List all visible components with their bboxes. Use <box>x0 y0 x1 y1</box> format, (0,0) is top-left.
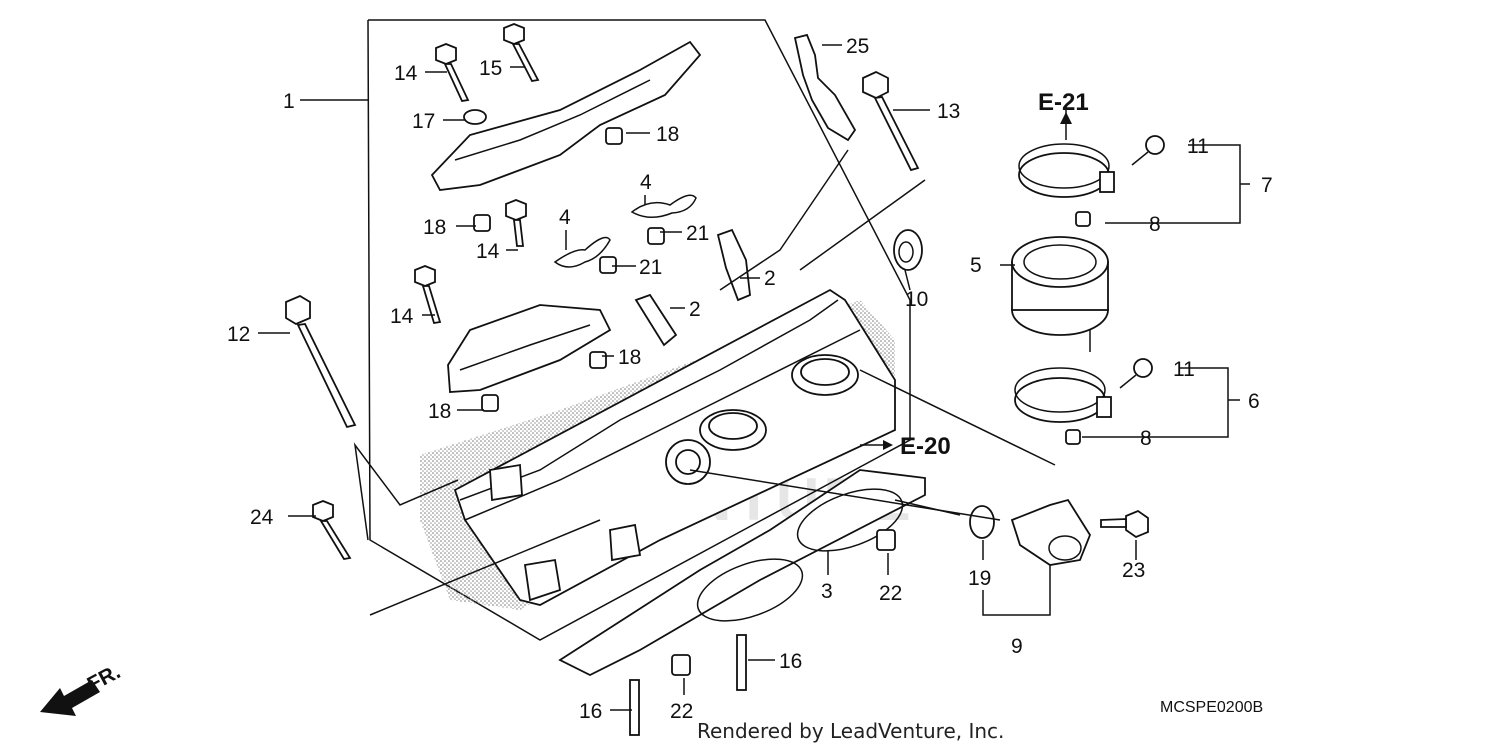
ref-e20[interactable]: E-20 <box>900 433 951 460</box>
bolt-23 <box>1100 509 1149 539</box>
callout-17[interactable]: 17 <box>412 110 435 133</box>
screw-11-bottom <box>1119 358 1153 389</box>
spark-plug <box>793 33 857 142</box>
callout-15[interactable]: 15 <box>479 57 502 80</box>
dowel-18-a <box>605 127 623 145</box>
callout-11-a[interactable]: 11 <box>1187 135 1209 158</box>
callout-22-a[interactable]: 22 <box>879 582 902 605</box>
callout-7[interactable]: 7 <box>1261 174 1273 197</box>
callout-8-b[interactable]: 8 <box>1140 427 1152 450</box>
stud-16-left <box>629 679 640 736</box>
front-direction-arrow: FR. <box>40 660 124 716</box>
bolt-14-low <box>414 265 442 325</box>
gasket-4-b <box>553 236 611 268</box>
o-ring-19 <box>969 505 995 539</box>
clamp-6 <box>1014 367 1112 423</box>
dowel-18-c <box>589 351 607 369</box>
callout-8-a[interactable]: 8 <box>1149 213 1161 236</box>
washer-17 <box>463 109 487 125</box>
callout-24[interactable]: 24 <box>250 506 274 529</box>
callout-13[interactable]: 13 <box>937 100 960 123</box>
cam-pulse-sensor <box>1010 498 1092 566</box>
callout-14-a[interactable]: 14 <box>394 62 418 85</box>
callout-19[interactable]: 19 <box>968 567 991 590</box>
callout-9[interactable]: 9 <box>1011 635 1023 658</box>
stud-16-right <box>736 634 747 691</box>
callout-2-a[interactable]: 2 <box>764 267 776 290</box>
dowel-22-a <box>876 529 896 551</box>
bolt-13 <box>862 71 920 172</box>
callout-5[interactable]: 5 <box>970 254 982 277</box>
callout-23[interactable]: 23 <box>1122 559 1145 582</box>
callout-6[interactable]: 6 <box>1248 390 1260 413</box>
nut-8-top <box>1075 211 1091 227</box>
callout-1[interactable]: 1 <box>283 90 295 113</box>
callout-21-b[interactable]: 21 <box>639 256 662 279</box>
callout-16-a[interactable]: 16 <box>779 650 802 673</box>
ref-e21[interactable]: E-21 <box>1038 89 1089 116</box>
dowel-21-b <box>599 256 617 274</box>
callout-11-b[interactable]: 11 <box>1173 358 1195 381</box>
rendered-by-credit: Rendered by LeadVenture, Inc. <box>697 719 1004 743</box>
screw-11-top <box>1131 135 1165 166</box>
nut-8-bottom <box>1065 429 1081 445</box>
callout-4-a[interactable]: 4 <box>640 171 652 194</box>
callout-18-a[interactable]: 18 <box>656 123 679 146</box>
dowel-18-b <box>473 214 491 232</box>
camshaft-holder-upper <box>430 40 702 191</box>
dowel-21-a <box>647 227 665 245</box>
callout-14-c[interactable]: 14 <box>390 305 414 328</box>
callout-21-a[interactable]: 21 <box>686 222 709 245</box>
bracket-9 <box>982 565 1051 616</box>
callout-16-b[interactable]: 16 <box>579 700 602 723</box>
dowel-18-d <box>481 394 499 412</box>
bolt-14-mid <box>505 199 527 247</box>
callout-12[interactable]: 12 <box>227 323 250 346</box>
callout-4-b[interactable]: 4 <box>559 206 571 229</box>
callout-18-c[interactable]: 18 <box>618 346 641 369</box>
bolt-14-top <box>435 43 470 103</box>
callout-2-b[interactable]: 2 <box>689 298 701 321</box>
callout-14-b[interactable]: 14 <box>476 240 500 263</box>
dowel-22-b <box>671 654 691 676</box>
callout-10[interactable]: 10 <box>905 288 928 311</box>
gasket-4-a <box>630 194 697 218</box>
bracket-6 <box>1082 367 1229 438</box>
leader-lines <box>258 44 1137 711</box>
group-bracket-1 <box>367 19 911 641</box>
callout-3[interactable]: 3 <box>821 580 833 603</box>
bolt-15 <box>503 23 540 82</box>
callout-22-b[interactable]: 22 <box>670 700 693 723</box>
callout-25[interactable]: 25 <box>846 35 869 58</box>
sleeve-2-b <box>634 293 678 347</box>
diagram-code: MCSPE0200B <box>1160 699 1263 716</box>
callout-18-b[interactable]: 18 <box>423 216 446 239</box>
sleeve-2-a <box>716 228 751 302</box>
callout-18-d[interactable]: 18 <box>428 400 451 423</box>
camshaft-holder-lower <box>447 304 612 393</box>
clamp-7 <box>1018 143 1115 198</box>
seal-10 <box>893 229 923 271</box>
insulator-5 <box>1011 236 1109 352</box>
bolt-24 <box>312 500 352 560</box>
cylinder-head <box>420 288 896 610</box>
bolt-12 <box>285 294 357 429</box>
bracket-7 <box>1105 144 1241 224</box>
